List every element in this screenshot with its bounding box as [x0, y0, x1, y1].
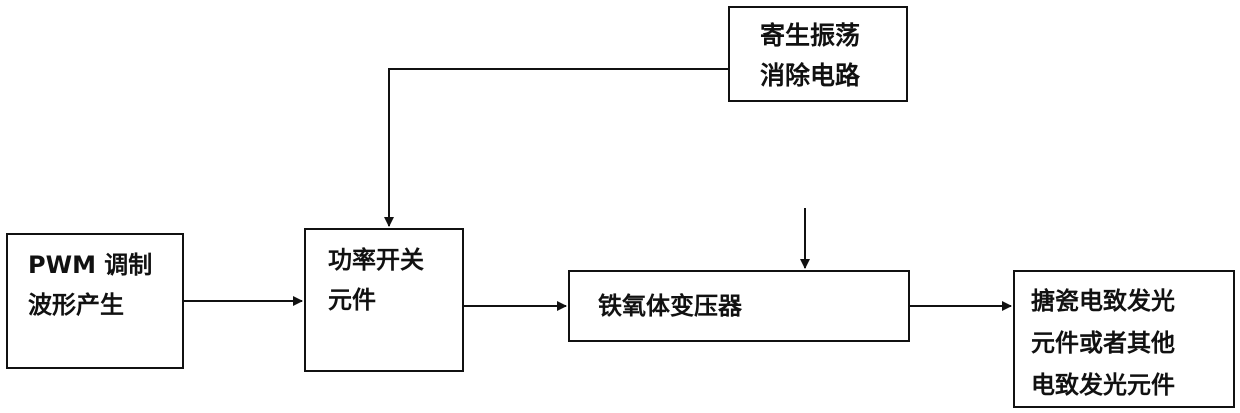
node-label-line: 寄生振荡: [760, 16, 906, 56]
node-label-line: 消除电路: [760, 56, 906, 96]
node-label-line: 功率开关: [328, 240, 462, 280]
node-label-line: 铁氧体变压器: [598, 286, 908, 326]
node-label-line: 波形产生: [28, 285, 182, 325]
pwm-waveform-generator-block: PWM 调制 波形产生: [6, 233, 184, 369]
parasitic-oscillation-suppression-block: 寄生振荡 消除电路: [728, 6, 908, 102]
node-label-line: 元件或者其他: [1031, 322, 1233, 364]
node-label-line: 元件: [328, 280, 462, 320]
electroluminescent-element-block: 搪瓷电致发光 元件或者其他 电致发光元件: [1013, 270, 1235, 408]
ferrite-transformer-block: 铁氧体变压器: [568, 270, 910, 342]
power-switch-block: 功率开关 元件: [304, 228, 464, 372]
node-label-line: PWM 调制: [28, 245, 182, 285]
node-label-line: 电致发光元件: [1031, 364, 1233, 406]
node-label-line: 搪瓷电致发光: [1031, 280, 1233, 322]
arrow-parasitic-to-switch: [389, 69, 728, 226]
